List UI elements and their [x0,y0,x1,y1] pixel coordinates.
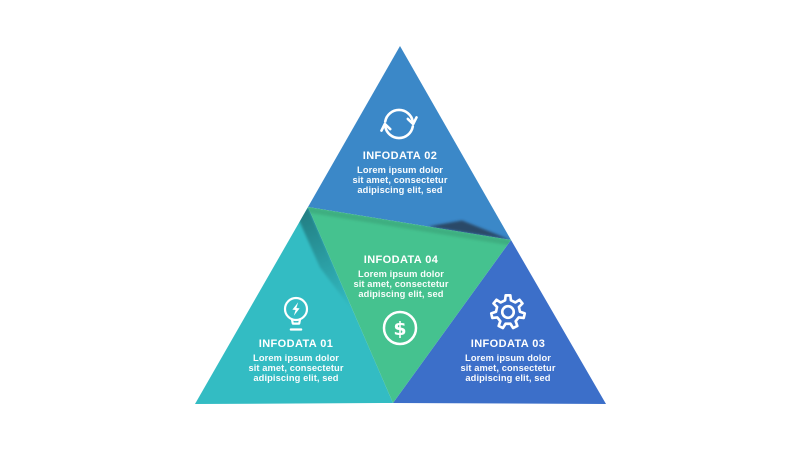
fold-shadow-left [295,207,354,313]
fold-shadow-top-right [428,220,511,240]
segment-infodata-01 [195,207,393,404]
lightbulb-bolt-icon [283,296,309,331]
gear-icon [489,294,527,330]
segment-infodata-04 [308,207,511,403]
sync-arrows-icon [380,108,418,140]
dollar-symbol: $ [393,318,406,340]
dollar-circle-icon: $ [382,310,418,346]
fold-shadow-center-seam [308,207,511,246]
segment-infodata-02 [308,46,511,240]
